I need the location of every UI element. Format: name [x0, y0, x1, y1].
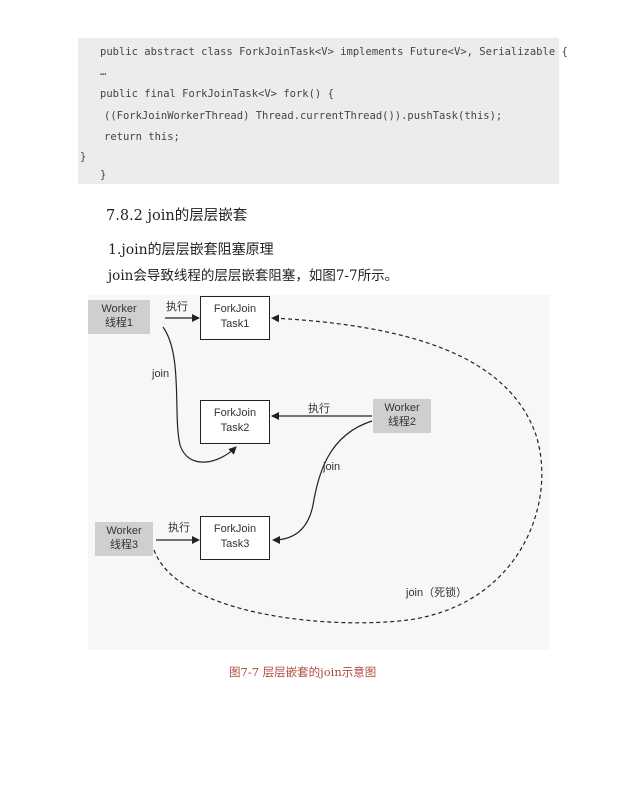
subsection-heading: 1.join的层层嵌套阻塞原理: [108, 242, 274, 258]
label-join-2: join: [323, 461, 341, 473]
task-box-2: ForkJoin Task2: [200, 400, 270, 444]
code-line-ellipsis: …: [100, 66, 107, 78]
task-box-3: ForkJoin Task3: [200, 516, 270, 560]
arrow-join-1: [162, 326, 237, 463]
body-paragraph: join会导致线程的层层嵌套阻塞，如图7-7所示。: [108, 268, 399, 284]
worker-thread-2-id: 线程2: [387, 416, 417, 428]
label-execute-2: 执行: [308, 403, 330, 415]
worker-thread-2: Worker 线程2: [373, 399, 431, 433]
code-line-push-task: ((ForkJoinWorkerThread) Thread.currentTh…: [104, 110, 503, 122]
task-box-1-id: Task1: [220, 318, 250, 330]
arrow-join-2: [272, 420, 373, 544]
worker-thread-1-name: Worker: [101, 303, 137, 315]
figure-join-nesting: Worker 线程1 Worker 线程2 Worker 线程3 ForkJoi…: [88, 295, 550, 650]
arrow-join-deadlock: [153, 314, 543, 624]
code-block: public abstract class ForkJoinTask<V> im…: [78, 38, 568, 184]
worker-thread-1-id: 线程1: [104, 317, 134, 329]
code-line-class-decl: public abstract class ForkJoinTask<V> im…: [100, 46, 568, 58]
worker-thread-1: Worker 线程1: [88, 300, 150, 334]
worker-thread-2-name: Worker: [384, 402, 420, 414]
task-box-1-name: ForkJoin: [213, 303, 257, 315]
section-heading: 7.8.2 join的层层嵌套: [106, 208, 248, 224]
code-line-close-class: }: [80, 151, 87, 163]
task-box-2-name: ForkJoin: [213, 407, 257, 419]
worker-thread-3-name: Worker: [106, 525, 142, 537]
worker-thread-3: Worker 线程3: [95, 522, 153, 556]
task-box-3-name: ForkJoin: [213, 523, 257, 535]
label-execute-3: 执行: [168, 522, 190, 534]
task-box-2-id: Task2: [220, 422, 250, 434]
task-box-3-id: Task3: [220, 538, 250, 550]
label-execute-1: 执行: [166, 301, 188, 313]
figure-arrows: [153, 314, 543, 624]
figure-caption: 图7-7 层层嵌套的join示意图: [229, 665, 377, 679]
code-line-return: return this;: [104, 131, 180, 143]
worker-thread-3-id: 线程3: [109, 539, 139, 551]
label-join-1: join: [152, 368, 170, 380]
code-line-fork-decl: public final ForkJoinTask<V> fork() {: [100, 88, 334, 100]
code-line-close-method: }: [100, 169, 107, 181]
task-box-1: ForkJoin Task1: [200, 296, 270, 340]
label-join-deadlock: join（死锁）: [406, 587, 468, 599]
